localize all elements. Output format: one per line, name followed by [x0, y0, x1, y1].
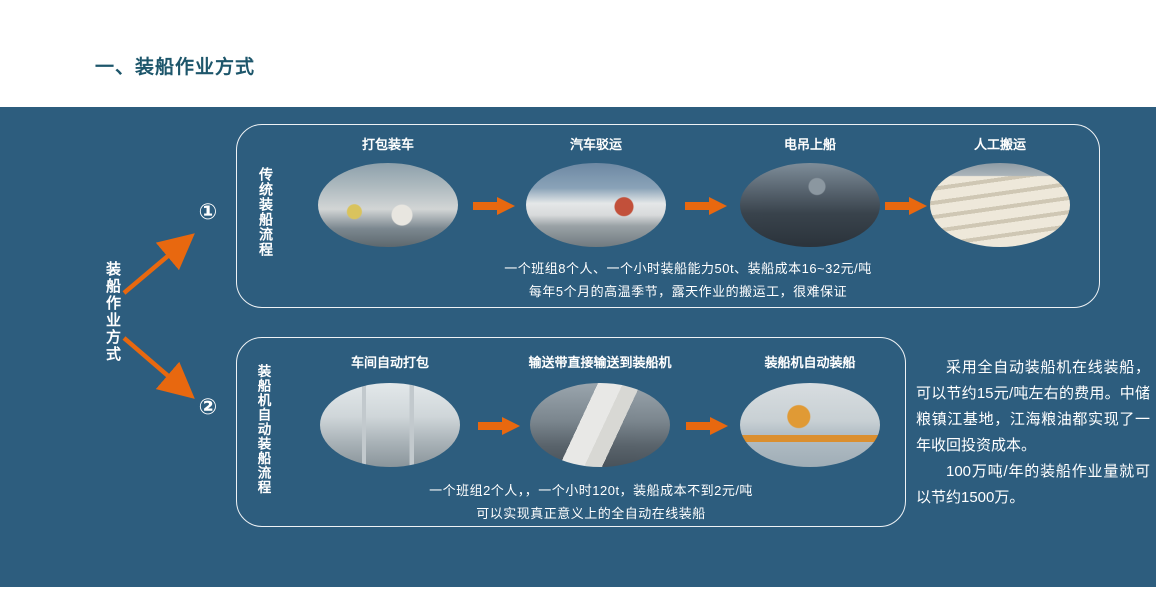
- step-caption: 电吊上船: [783, 137, 836, 152]
- traditional-process-panel: 传统装船流程 打包装车 汽车驳运 电吊上船 人工搬运 一个班组8个人、一个小时装…: [236, 124, 1100, 308]
- photo-truck-transfer: [526, 163, 666, 247]
- flow-arrow-icon: [473, 197, 515, 215]
- flow-arrow-icon: [686, 417, 728, 435]
- step-caption: 装船机自动装船: [764, 355, 856, 370]
- footer-bar: [0, 587, 1156, 615]
- panel2-note-1: 一个班组2个人，，一个小时120t，装船成本不到2元/吨: [429, 483, 753, 498]
- panel1-side-label: 传统装船流程: [258, 167, 274, 257]
- photo-baling-loading: [318, 163, 458, 247]
- panel1-note-2: 每年5个月的高温季节，露天作业的搬运工，很难保证: [528, 284, 848, 299]
- step-caption: 输送带直接输送到装船机: [528, 355, 672, 370]
- diagonal-arrows-icon: [122, 233, 195, 399]
- header-bar: 一、装船作业方式: [0, 0, 1156, 107]
- photo-shiploader-auto: [740, 383, 880, 467]
- photo-manual-carry: [930, 163, 1070, 247]
- page-title: 一、装船作业方式: [95, 57, 256, 78]
- circled-number-1: ①: [198, 199, 218, 224]
- auto-process-panel: 装船机自动装船流程 车间自动打包 输送带直接输送到装船机 装船机自动装船 一个班…: [236, 337, 906, 527]
- flow-arrow-icon: [478, 417, 520, 435]
- photo-conveyor-to-loader: [530, 383, 670, 467]
- step-caption: 打包装车: [361, 137, 414, 152]
- main-vertical-label: 装船作业方式: [104, 261, 121, 363]
- panel2-note-2: 可以实现真正意义上的全自动在线装船: [476, 506, 706, 521]
- step-caption: 人工搬运: [973, 137, 1026, 152]
- right-note: 采用全自动装船机在线装船，可以节约15元/吨左右的费用。中储粮镇江基地，江海粮油…: [916, 355, 1150, 511]
- step-caption: 汽车驳运: [569, 137, 622, 152]
- right-note-para-1: 采用全自动装船机在线装船，可以节约15元/吨左右的费用。中储粮镇江基地，江海粮油…: [916, 359, 1150, 454]
- photo-auto-packing: [320, 383, 460, 467]
- flow-arrow-icon: [885, 197, 927, 215]
- step-caption: 车间自动打包: [350, 355, 429, 370]
- right-note-para-2: 100万吨/年的装船作业量就可以节约1500万。: [916, 463, 1150, 506]
- flow-arrow-icon: [685, 197, 727, 215]
- panel1-note-1: 一个班组8个人、一个小时装船能力50t、装船成本16~32元/吨: [504, 261, 872, 276]
- circled-number-2: ②: [198, 394, 218, 419]
- panel2-side-label: 装船机自动装船流程: [255, 364, 271, 495]
- photo-crane-loading: [740, 163, 880, 247]
